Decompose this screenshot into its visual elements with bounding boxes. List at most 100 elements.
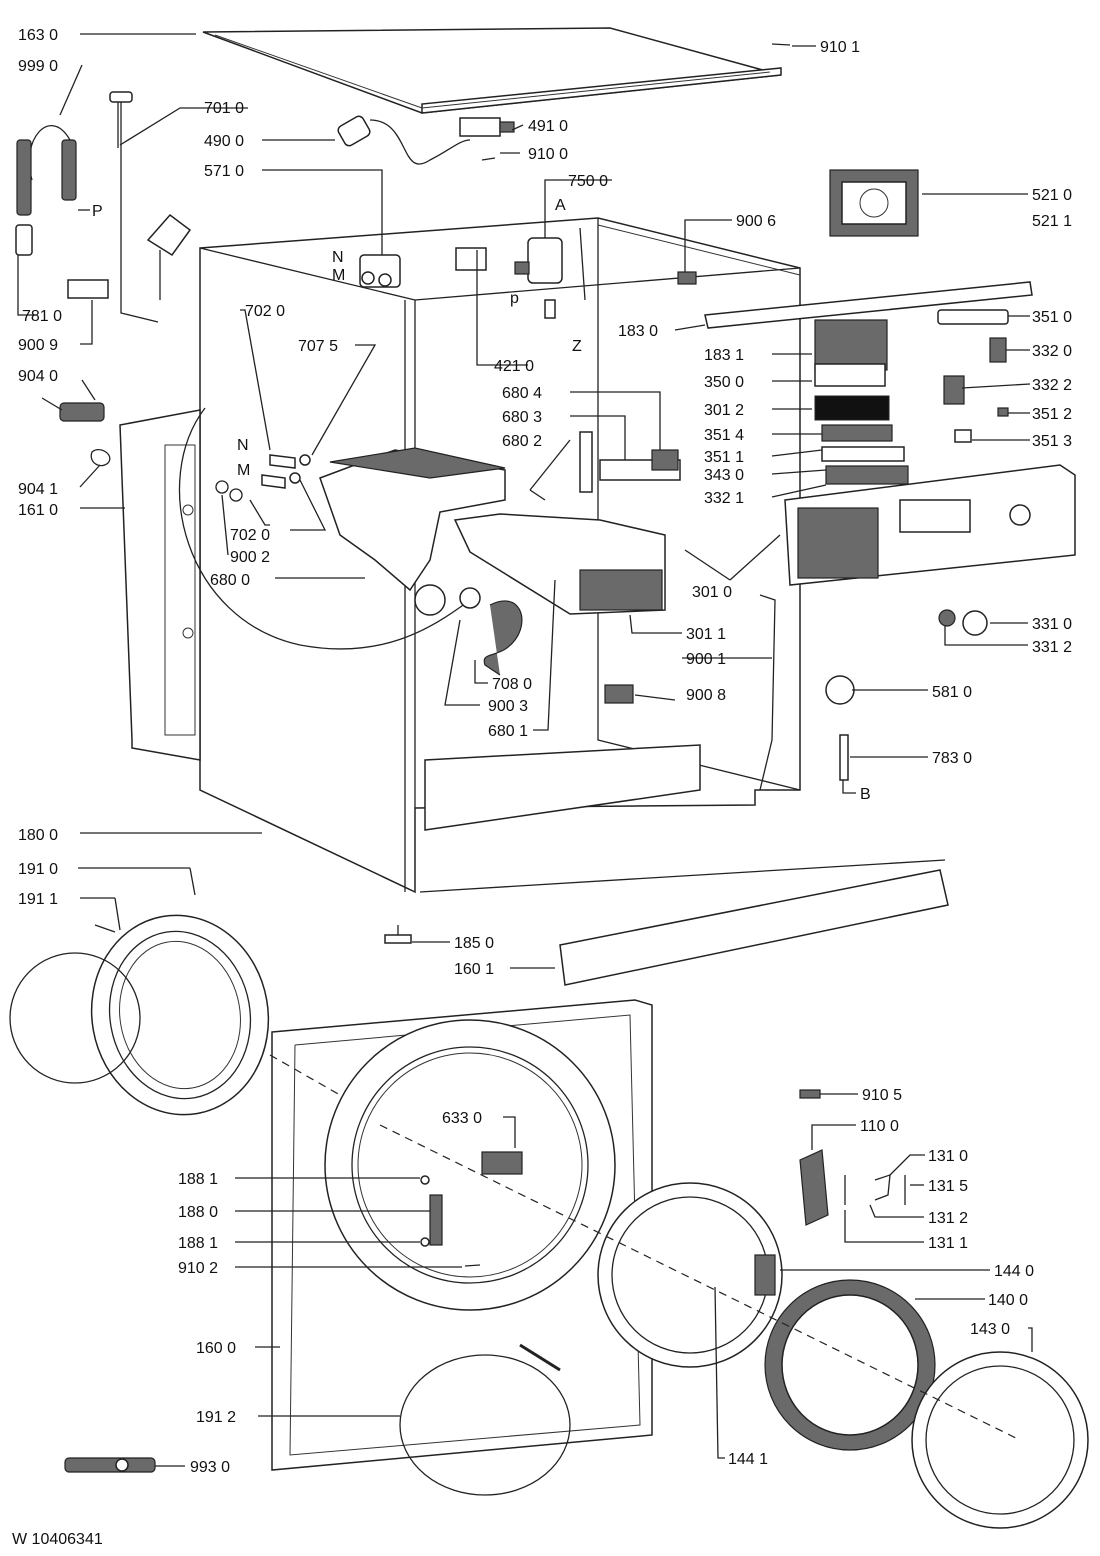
callout-label: 191 1 xyxy=(18,891,58,908)
nozzle xyxy=(289,472,301,484)
callout-label: 904 1 xyxy=(18,481,58,498)
callout-label: 351 0 xyxy=(1032,309,1072,326)
callout-label: A xyxy=(555,197,566,214)
callout-label: 191 2 xyxy=(196,1409,236,1426)
callout-label: 750 0 xyxy=(568,173,608,190)
wire-clamp-inner xyxy=(399,1354,571,1496)
display-mask xyxy=(814,395,890,421)
callout-label: 332 1 xyxy=(704,490,744,507)
callout-label: P xyxy=(92,203,103,220)
screw xyxy=(771,43,791,46)
front-panel xyxy=(271,999,653,1471)
callout-label: N xyxy=(237,437,249,454)
callout-label: 131 1 xyxy=(928,1235,968,1252)
callout-label: 183 1 xyxy=(704,347,744,364)
soap-tray-insert xyxy=(579,431,593,493)
display-board xyxy=(814,363,886,387)
callout-label: 110 0 xyxy=(860,1118,899,1135)
callout-label: 680 2 xyxy=(502,433,542,450)
callout-label: 131 0 xyxy=(928,1148,968,1165)
callout-label: 180 0 xyxy=(18,827,58,844)
callout-label: 910 0 xyxy=(528,146,568,163)
door-glass xyxy=(764,1279,936,1451)
clip xyxy=(215,480,229,494)
callout-label: 571 0 xyxy=(204,163,244,180)
door-gasket xyxy=(90,914,270,1116)
callout-label: 993 0 xyxy=(190,1459,230,1476)
callout-label: 910 1 xyxy=(820,39,860,56)
screw xyxy=(481,157,496,161)
hinge-clip xyxy=(677,271,697,285)
dispenser-drawer xyxy=(453,513,666,615)
pressure-switch xyxy=(825,675,855,705)
door-outer-ring xyxy=(911,1351,1089,1529)
hose-bracket xyxy=(146,213,192,300)
callout-label: 351 4 xyxy=(704,427,744,444)
plinth-panel xyxy=(559,869,949,986)
pressure-tube xyxy=(839,734,849,781)
callout-label: Z xyxy=(572,338,582,355)
switch-part xyxy=(943,375,965,405)
bellows-outlet xyxy=(414,584,446,616)
callout-label: 188 0 xyxy=(178,1204,218,1221)
filter-cap xyxy=(41,397,105,422)
spring xyxy=(94,924,116,933)
inlet-hose xyxy=(15,125,77,256)
screw xyxy=(420,1175,430,1185)
callout-label: 900 6 xyxy=(736,213,776,230)
callout-label: 301 1 xyxy=(686,626,726,643)
callout-label: 332 0 xyxy=(1032,343,1072,360)
callout-label: 680 3 xyxy=(502,409,542,426)
callout-label: M xyxy=(237,462,250,479)
callout-label: 350 0 xyxy=(704,374,744,391)
switch-part xyxy=(989,337,1007,363)
callout-label: 351 2 xyxy=(1032,406,1072,423)
assembly-axis xyxy=(379,1124,1021,1441)
connector-n xyxy=(269,454,296,469)
callout-label: 332 2 xyxy=(1032,377,1072,394)
callout-label: 188 1 xyxy=(178,1235,218,1252)
lever xyxy=(874,1174,891,1201)
detail-bubble xyxy=(178,407,471,650)
callout-label: 183 0 xyxy=(618,323,658,340)
callout-label: 633 0 xyxy=(442,1110,482,1127)
callout-label: 144 0 xyxy=(994,1263,1034,1280)
callout-label: 131 2 xyxy=(928,1210,968,1227)
callout-label: 910 2 xyxy=(178,1260,218,1277)
siphon-cap xyxy=(651,449,679,471)
led-strip xyxy=(937,309,1009,325)
callout-label: 301 2 xyxy=(704,402,744,419)
callout-label: 581 0 xyxy=(932,684,972,701)
part-callouts: 163 0 999 0 701 0 490 0 571 0 910 1 491 … xyxy=(18,27,1072,1476)
callout-label: 702 0 xyxy=(245,303,285,320)
screw xyxy=(420,1237,430,1247)
power-cable xyxy=(337,115,471,165)
knob xyxy=(962,610,988,636)
callout-label: 680 4 xyxy=(502,385,542,402)
callout-label: 160 0 xyxy=(196,1340,236,1357)
electronic-module xyxy=(829,169,919,237)
callout-label: 999 0 xyxy=(18,58,58,75)
callout-label: 144 1 xyxy=(728,1451,768,1468)
callout-label: 708 0 xyxy=(492,676,532,693)
drain-hose-pipe xyxy=(109,91,159,323)
callout-label: 783 0 xyxy=(932,750,972,767)
filter xyxy=(459,117,515,137)
small-hook xyxy=(529,489,546,501)
callout-label: 191 0 xyxy=(18,861,58,878)
callout-label: 900 2 xyxy=(230,549,270,566)
spring xyxy=(519,1343,561,1372)
clip xyxy=(954,429,972,443)
sensor xyxy=(604,684,634,704)
leveling-foot xyxy=(384,925,412,944)
footer-code: W 10406341 xyxy=(12,1531,103,1548)
callout-label: 900 3 xyxy=(488,698,528,715)
door-hinge xyxy=(429,1194,443,1246)
callout-label: 521 0 xyxy=(1032,187,1072,204)
callout-label: p xyxy=(510,290,519,307)
callout-label: 680 0 xyxy=(210,572,250,589)
callout-label: 491 0 xyxy=(528,118,568,135)
button-module xyxy=(821,424,893,442)
nozzle xyxy=(299,454,311,466)
top-lid xyxy=(202,27,782,114)
